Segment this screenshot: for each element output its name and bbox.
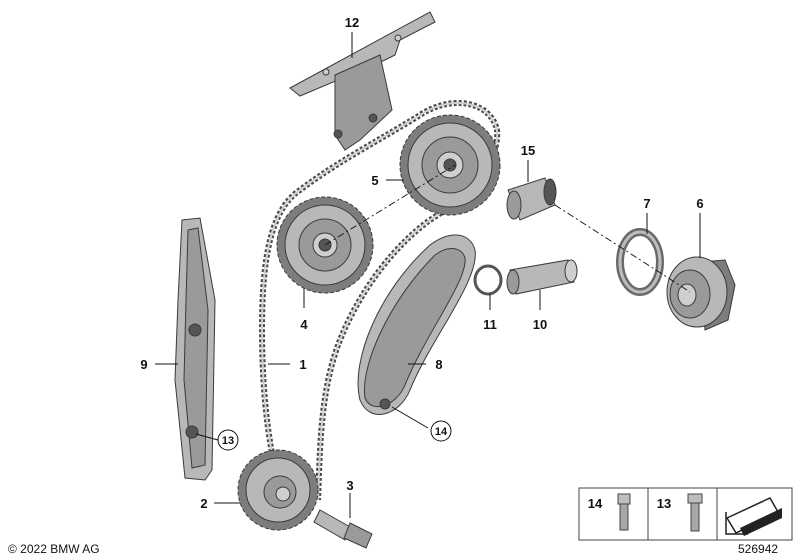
callout-9: 9 [140,357,147,372]
callout-6: 6 [696,196,703,211]
solenoid-valve[interactable] [506,177,557,221]
callout-14-circled: 14 [430,420,452,442]
guide-rail[interactable] [174,217,216,481]
callout-11: 11 [483,317,497,332]
screw-icon [687,493,703,532]
callout-12: 12 [345,15,359,30]
callout-4: 4 [300,317,308,332]
legend-label-13: 13 [657,496,671,511]
callout-2: 2 [200,496,207,511]
copyright-text: © 2022 BMW AG [8,542,100,556]
callout-10: 10 [533,317,547,332]
callout-7: 7 [643,196,650,211]
callout-5: 5 [371,173,378,188]
callout-1: 1 [299,357,306,372]
gasket-ring[interactable] [616,228,664,296]
callout-15: 15 [521,143,535,158]
chain-tensioner[interactable] [506,259,578,295]
legend-panel: 14 13 [578,487,793,541]
camshaft-adjuster-exhaust[interactable] [399,114,501,216]
central-magnet[interactable] [666,256,736,331]
sprocket-bolt[interactable] [313,509,373,549]
legend-label-14: 14 [588,496,603,511]
timing-chain[interactable] [258,100,501,506]
crankshaft-sprocket[interactable] [237,449,319,531]
callout-13: 13 [222,435,234,447]
callout-13-circled: 13 [217,429,239,451]
callout-8: 8 [435,357,442,372]
tensioner-rail[interactable] [357,234,476,415]
sleeve-icon [617,493,631,531]
sealing-ring[interactable] [473,264,503,296]
reference-arrow-icon [725,497,782,536]
leader-lines [155,32,701,518]
diagram-number: 526942 [738,542,778,556]
callout-labels: 12 5 4 1 9 8 2 3 15 10 11 7 6 14 13 [140,15,703,511]
upper-guide-rail[interactable] [289,11,436,151]
callout-3: 3 [346,478,353,493]
callout-14: 14 [435,426,448,438]
